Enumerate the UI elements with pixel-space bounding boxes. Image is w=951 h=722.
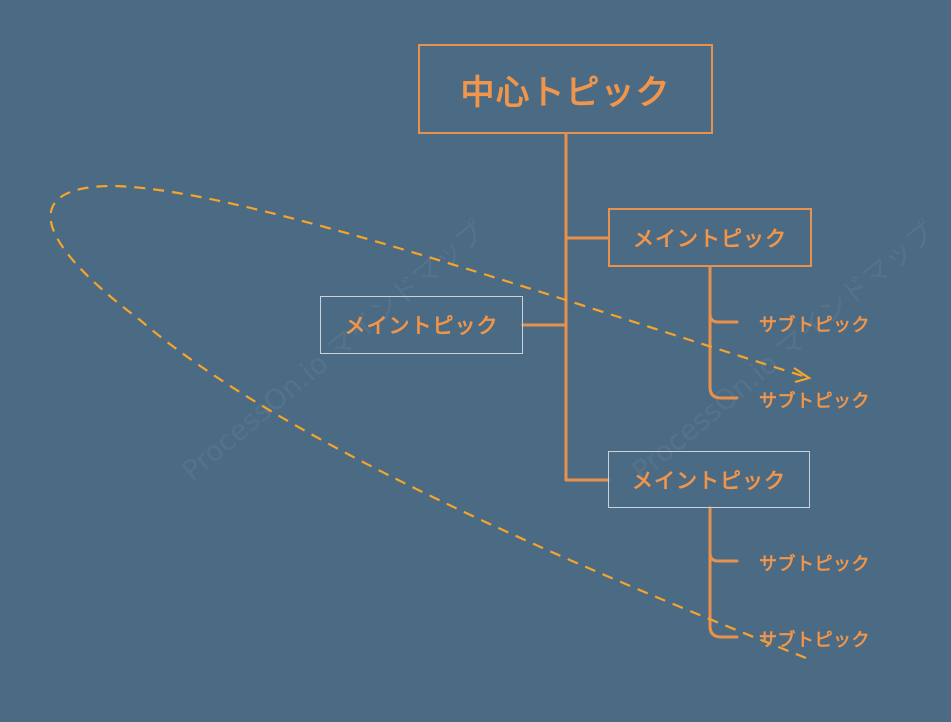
connector-sub-group-1 [708, 265, 739, 400]
connector-sub-group-2 [708, 506, 739, 639]
main-topic-node[interactable]: メイントピック [320, 296, 523, 354]
sub-topic-node[interactable]: サブトピック [759, 391, 870, 412]
main-topic-label: メイントピック [344, 314, 499, 338]
sub-topic-node[interactable]: サブトピック [759, 630, 870, 651]
main-topic-label: メイントピック [632, 468, 786, 493]
main-topic-node[interactable]: メイントピック [608, 451, 810, 508]
central-topic-node[interactable]: 中心トピック [418, 44, 713, 134]
main-topic-node[interactable]: メイントピック [608, 208, 812, 267]
dashed-arrow-head [793, 367, 812, 384]
dashed-relationship-arrow [49, 184, 807, 660]
sub-topic-node[interactable]: サブトピック [759, 554, 870, 575]
main-topic-label: メイントピック [633, 226, 787, 251]
sub-topic-node[interactable]: サブトピック [759, 315, 870, 336]
central-topic-label: 中心トピック [460, 72, 671, 113]
